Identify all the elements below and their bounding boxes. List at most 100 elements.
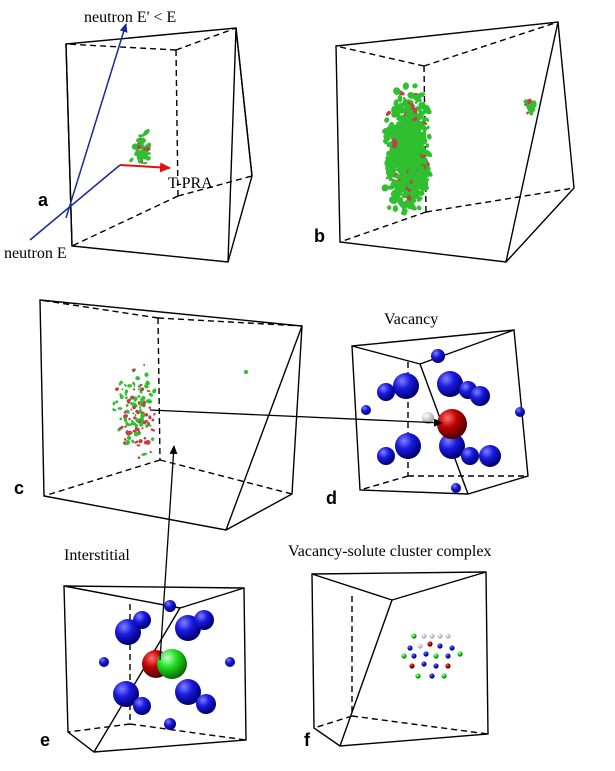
defect-atom: [418, 102, 424, 108]
defect-atom: [386, 205, 392, 210]
defect-atom: [392, 138, 397, 146]
defect-atom: [144, 372, 149, 377]
cascade-satellite: [523, 98, 537, 116]
defect-atom: [146, 390, 151, 393]
defect-atom: [413, 124, 418, 130]
cluster-atom: [421, 633, 427, 639]
cluster-atom: [457, 651, 463, 657]
lattice-atom: [361, 405, 371, 415]
defect-atom: [422, 130, 427, 135]
lattice-atom: [395, 433, 421, 459]
defect-atom: [136, 411, 140, 415]
defect-atom: [142, 419, 148, 424]
defect-atom: [425, 143, 430, 148]
cluster-atom: [437, 633, 443, 639]
lattice-atom: [377, 383, 395, 401]
defect-atom: [138, 430, 141, 433]
lattice-atom: [439, 433, 465, 459]
defect-atom: [409, 112, 416, 119]
defect-atom: [390, 165, 397, 171]
defect-atom: [144, 440, 149, 445]
lattice-atom: [115, 619, 141, 645]
defect-atom: [138, 405, 141, 409]
defect-atom: [405, 186, 409, 190]
defect-atom: [124, 396, 128, 400]
interstitial-lattice: [99, 600, 235, 730]
defect-atom: [134, 413, 137, 416]
defect-atom: [137, 388, 140, 391]
defect-atom: [138, 439, 143, 444]
defect-atom: [402, 121, 408, 132]
defect-atom: [403, 166, 408, 172]
defect-atom: [134, 440, 139, 444]
defect-atom: [141, 418, 144, 422]
defect-atom: [132, 412, 135, 415]
defect-atom: [417, 112, 424, 119]
defect-atom: [139, 401, 143, 406]
lattice-atom: [164, 718, 176, 730]
vacancy-label: Vacancy: [384, 311, 438, 328]
defect-atom: [417, 190, 424, 197]
defect-atom: [140, 397, 143, 402]
defect-atom: [411, 198, 417, 203]
defect-atom: [112, 401, 116, 406]
cluster-atom: [429, 673, 435, 679]
defect-atom: [142, 129, 150, 136]
cluster-atom: [433, 663, 439, 669]
defect-atom: [148, 415, 152, 420]
defect-atom: [392, 205, 399, 212]
cluster-atom: [421, 661, 427, 667]
defect-atom: [123, 414, 129, 419]
defect-atom: [414, 95, 421, 102]
defect-atom: [133, 432, 139, 437]
defect-atom: [119, 417, 123, 421]
defect-atom: [387, 173, 394, 179]
defect-atom: [130, 419, 134, 423]
defect-atom: [407, 125, 414, 131]
defect-atom: [124, 383, 127, 387]
defect-atom: [415, 134, 423, 140]
defect-atom: [412, 107, 418, 114]
defect-atom: [127, 423, 131, 427]
panel-e: Interstitial e: [40, 547, 247, 753]
cluster-atom: [445, 653, 451, 659]
defect-atom: [148, 406, 152, 410]
defect-atom: [409, 92, 416, 99]
defect-atom: [136, 444, 141, 447]
defect-atom: [411, 128, 419, 133]
defect-atom: [152, 388, 157, 394]
defect-atom: [401, 207, 408, 214]
interstitial-label: Interstitial: [64, 547, 130, 564]
defect-atom: [135, 376, 141, 381]
lattice-atom: [451, 483, 461, 493]
cluster-atom: [445, 663, 451, 669]
defect-atom: [141, 427, 144, 430]
defect-atom: [112, 408, 117, 412]
defect-atom: [130, 431, 133, 435]
lattice-atom: [479, 445, 501, 467]
cluster-atom: [437, 643, 443, 649]
defect-atom: [150, 437, 155, 441]
lattice-atom: [515, 407, 525, 417]
defect-atom: [388, 147, 394, 155]
lattice-atom: [113, 681, 139, 707]
lattice-atom: [194, 610, 214, 630]
cluster-atom: [411, 653, 417, 659]
panel-b: b: [314, 21, 575, 263]
defect-atom: [426, 125, 430, 130]
defect-atom: [385, 110, 392, 116]
defect-atom: [125, 403, 129, 407]
defect-atom: [138, 134, 145, 138]
defect-atom: [526, 111, 530, 115]
cluster-atom: [427, 641, 433, 647]
defect-atom: [143, 363, 146, 367]
lattice-atom: [196, 694, 216, 714]
defect-atom: [399, 183, 405, 190]
defect-atom: [137, 154, 142, 162]
defect-atom: [150, 428, 156, 432]
defect-atom: [130, 408, 133, 411]
defect-atom: [126, 435, 132, 441]
defect-atom: [125, 430, 130, 434]
vacancy-connector-arrow: [149, 409, 443, 427]
panel-letter-f: f: [304, 730, 311, 750]
